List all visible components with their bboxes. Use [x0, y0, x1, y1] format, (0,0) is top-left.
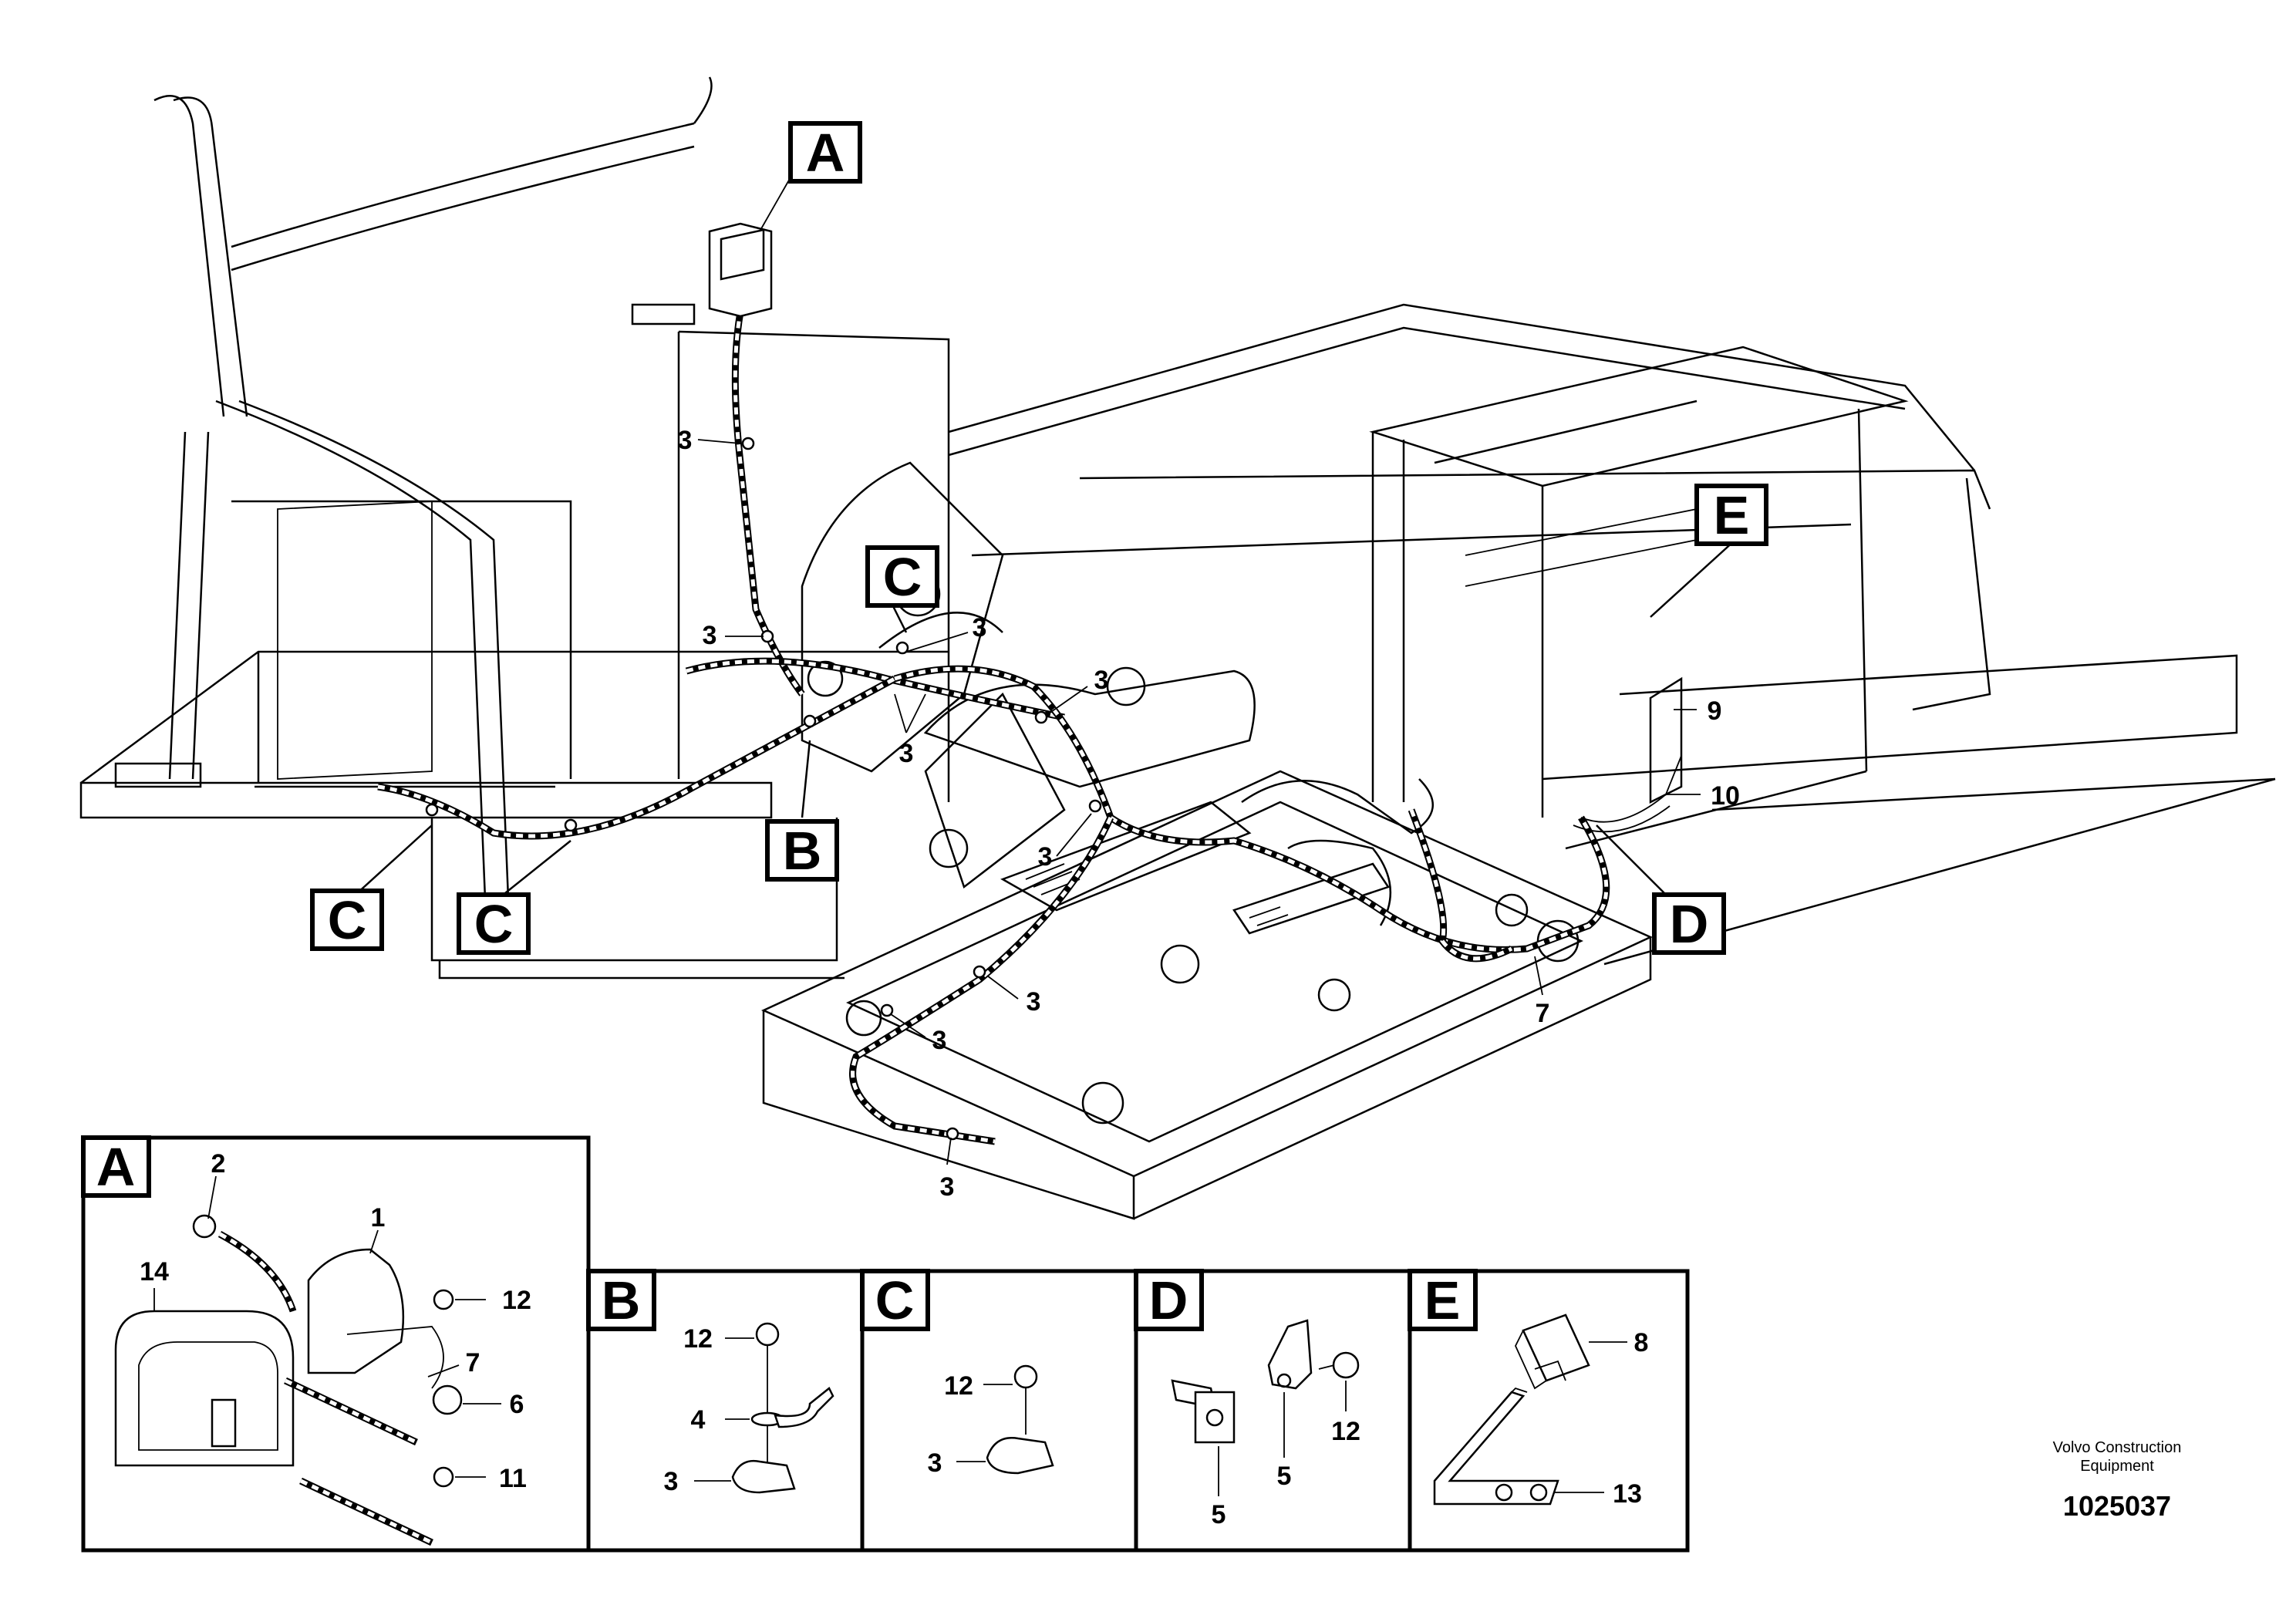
svg-text:B: B	[602, 1270, 641, 1330]
main-item-numbers: 3 3 3 3 3 3 3 3 3 7 9 10	[678, 426, 1740, 1202]
item-number: 12	[502, 1286, 531, 1315]
item-number: 12	[944, 1371, 973, 1401]
callout-b[interactable]: B	[765, 819, 839, 882]
document-credit: Volvo Construction Equipment 1025037	[2053, 1439, 2182, 1522]
item-number: 3	[678, 426, 693, 455]
item-number: 3	[664, 1467, 679, 1496]
credit-line-1: Volvo Construction	[2053, 1439, 2182, 1456]
item-number: 3	[1027, 987, 1041, 1017]
item-number: 5	[1212, 1500, 1226, 1529]
svg-text:D: D	[1149, 1270, 1188, 1330]
item-number: 3	[932, 1026, 947, 1055]
svg-text:D: D	[1670, 894, 1709, 954]
item-number: 3	[940, 1172, 955, 1202]
item-number: 3	[973, 613, 987, 642]
svg-text:E: E	[1714, 485, 1750, 545]
svg-text:A: A	[96, 1137, 136, 1197]
detail-panel-b: B 12 4 3	[586, 1269, 865, 1553]
item-number: 14	[140, 1257, 169, 1286]
credit-line-2: Equipment	[2080, 1458, 2154, 1475]
svg-text:A: A	[806, 123, 845, 183]
detail-panel-e: E 8 13	[1408, 1269, 1690, 1553]
item-number: 7	[466, 1348, 480, 1378]
document-number: 1025037	[2063, 1490, 2171, 1522]
callout-c-left[interactable]: C	[310, 889, 384, 951]
item-number: 2	[211, 1149, 226, 1179]
item-number: 6	[510, 1390, 524, 1419]
item-number: 5	[1277, 1462, 1292, 1491]
item-number: 4	[691, 1405, 706, 1435]
callout-a[interactable]: A	[788, 121, 862, 184]
item-number: 3	[928, 1448, 942, 1478]
callout-c-middle[interactable]: C	[457, 892, 531, 955]
item-number: 10	[1711, 781, 1740, 811]
svg-text:C: C	[328, 890, 367, 950]
item-number: 3	[703, 621, 717, 650]
item-number: 11	[499, 1464, 527, 1493]
horn-housing-main	[708, 222, 773, 318]
detail-panel-a: A 2 1 14 12 7 6 11	[81, 1135, 591, 1553]
svg-text:C: C	[875, 1270, 915, 1330]
item-number: 9	[1708, 696, 1722, 726]
item-number: 3	[1038, 842, 1053, 872]
item-number: 3	[899, 739, 914, 768]
item-number: 12	[683, 1324, 713, 1354]
clamp-marks	[425, 437, 1102, 1141]
svg-text:C: C	[474, 894, 514, 954]
svg-text:C: C	[883, 547, 922, 607]
item-number: 8	[1634, 1328, 1649, 1357]
detail-panel-d: D 5 5 12	[1134, 1269, 1412, 1553]
item-number: 1	[371, 1203, 386, 1233]
callout-e[interactable]: E	[1694, 484, 1768, 546]
detail-panel-c: C 12 3	[860, 1269, 1138, 1553]
machine-frame-drawing	[79, 76, 2276, 1220]
svg-text:E: E	[1424, 1270, 1461, 1330]
svg-text:B: B	[783, 821, 822, 881]
item-number: 7	[1536, 999, 1550, 1028]
item-number: 3	[1094, 666, 1109, 695]
callout-c-top[interactable]: C	[865, 545, 939, 608]
callout-d[interactable]: D	[1652, 892, 1726, 955]
item-number: 12	[1331, 1417, 1360, 1446]
item-number: 13	[1613, 1479, 1642, 1509]
